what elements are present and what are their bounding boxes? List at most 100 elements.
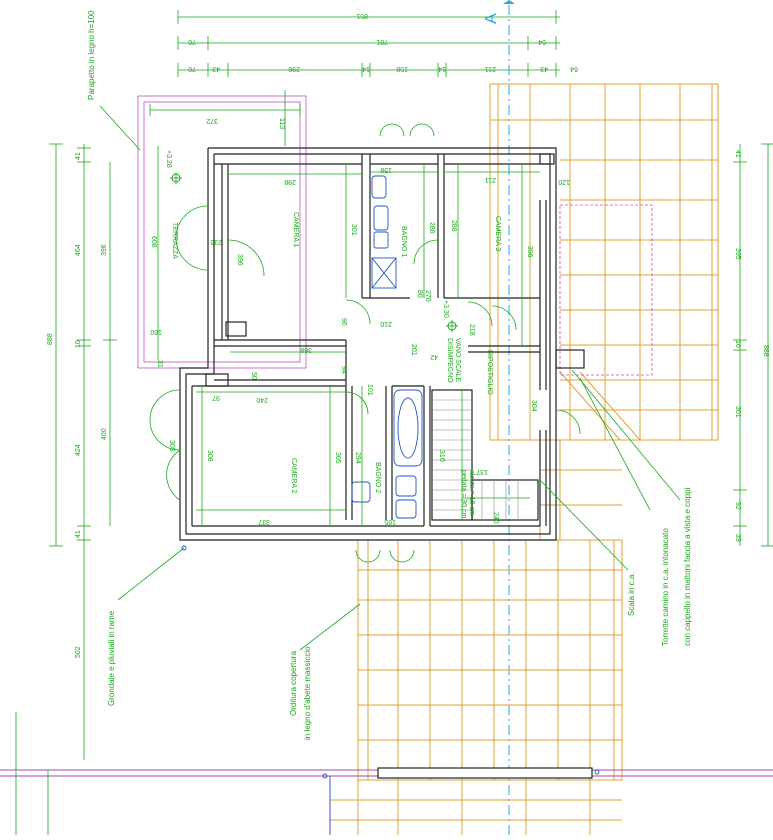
dim-top-r2-2: 64: [538, 38, 546, 45]
dim-right-0: 41: [734, 150, 741, 158]
dim-b1-h: 286: [428, 222, 435, 234]
dim-disimp-h: 201: [410, 344, 417, 356]
dim-c2-w2: 337: [258, 518, 270, 525]
dim-right-total: 888: [762, 345, 769, 357]
dim-left-2: 10: [75, 340, 82, 348]
top-dimension-lines: 851 70 781 64 70 43 298 14 158 14 211 43…: [177, 10, 578, 77]
dim-c1-w: 298: [284, 178, 296, 185]
room-vano-scale: VANO SCALE: [454, 338, 461, 383]
dim-left-inner-1: 400: [101, 428, 108, 440]
dim-50: 50: [250, 372, 257, 380]
dim-120: 120: [558, 178, 570, 185]
stair-pedata: pedata = 30 cm: [460, 470, 467, 519]
dim-top-r3-5: 14: [438, 65, 446, 72]
terr-160: 160: [150, 328, 162, 335]
dim-165: 165: [384, 518, 396, 525]
note-torrette-2: con cappello in mattoni faccia a vista e…: [683, 487, 692, 646]
internal-dimensions: 298 301 158 286 211 288 395 368 201 42 2…: [168, 164, 570, 526]
dim-137: 137: [476, 468, 488, 475]
dim-210: 210: [380, 320, 392, 327]
section-mark: A: [483, 13, 500, 24]
annotations: Parapetto in legno h=100 Grondaie e pluv…: [87, 10, 692, 740]
terr-len: 608: [150, 236, 157, 248]
fixtures: [351, 175, 423, 519]
room-disimpegno: DISIMPEGNO: [446, 338, 453, 383]
dim-disimp-w: 368: [300, 346, 312, 353]
dim-left-total: 888: [47, 333, 54, 345]
dim-240b: 240: [492, 512, 499, 524]
dim-stair-h: 310: [438, 450, 445, 462]
dim-top-r3-3: 14: [362, 65, 370, 72]
level-disimpegno: +3.30: [442, 300, 449, 318]
dim-d11: 42: [430, 353, 438, 360]
dim-c3-h2: 395: [526, 246, 533, 258]
level-terrace: +3.28: [165, 150, 172, 168]
dim-97: 97: [212, 394, 220, 401]
dim-c3-h1: 288: [450, 220, 457, 232]
dim-c3-w: 211: [485, 176, 496, 183]
dim-270: 270: [424, 290, 431, 302]
dim-top-r3-2: 298: [288, 65, 300, 72]
dim-b1-w: 158: [380, 166, 392, 173]
stair: alzata = 18 cm pedata = 30 cm: [431, 389, 539, 521]
dim-left-1: 464: [75, 244, 82, 256]
room-camera-2: CAMERA 2: [290, 458, 297, 494]
terr-width: 372: [206, 117, 218, 124]
dim-left-4: 41: [75, 530, 82, 538]
room-bagno-2: BAGNO 2: [374, 462, 381, 493]
dim-left-inner-0: 396: [101, 244, 108, 256]
dim-b2-h: 294: [354, 452, 361, 464]
dim-218: 218: [468, 324, 475, 336]
dim-305: 305: [168, 440, 175, 452]
dim-top-r2-0: 70: [188, 38, 196, 45]
note-orditura-1: Orditura copertura: [289, 651, 298, 716]
terr-31: 31: [156, 360, 163, 368]
room-camera-1: CAMERA 1: [292, 212, 299, 248]
note-orditura-2: in legno d'abete massiccio: [303, 646, 312, 740]
dim-left-3: 424: [75, 444, 82, 456]
note-parapetto: Parapetto in legno h=100: [87, 10, 96, 100]
note-scala: Scala in c.a.: [627, 572, 636, 616]
dim-236: 236: [210, 238, 222, 245]
left-dimension-lines: 888 502 41 464 10 424 41 396 400: [47, 143, 117, 760]
section-axis: A: [483, 0, 515, 835]
walls: [179, 147, 585, 541]
dim-94: 94: [340, 366, 347, 374]
dim-top-r3-1: 43: [212, 65, 220, 72]
stair-alzata: alzata = 18 cm: [468, 470, 475, 516]
dim-80: 80: [416, 290, 423, 298]
dim-rip-h: 304: [530, 400, 537, 412]
room-labels: CAMERA 1 CAMERA 3 BAGNO 1 CAMERA 2 BAGNO…: [290, 212, 501, 494]
dim-396: 396: [236, 254, 243, 266]
room-bagno-1: BAGNO 1: [400, 226, 407, 257]
dim-c2-h2: 305: [334, 452, 341, 464]
dim-left-0: 41: [75, 152, 82, 160]
dim-top-r3-7: 43: [540, 65, 548, 72]
right-dimension-lines: 888 41 395 10 301 92 39: [733, 143, 773, 547]
dim-right-1: 395: [734, 248, 741, 260]
dim-101: 101: [366, 384, 373, 396]
dim-right-4: 92: [734, 502, 741, 510]
note-grondaie: Grondaie e pluviali in rame: [107, 610, 116, 706]
dim-left-lower: 502: [75, 646, 82, 658]
room-terrazza: TERRAZZA: [171, 222, 178, 259]
roof-timber-bottom: [329, 440, 623, 835]
ground-lines: [0, 712, 773, 835]
dim-top-r2-1: 781: [376, 38, 388, 45]
roof-timber-top: [489, 83, 719, 441]
doors: [149, 123, 581, 563]
dim-right-3: 301: [734, 406, 741, 418]
dim-right-2: 10: [734, 340, 741, 348]
dim-top-r3-0: 70: [188, 65, 196, 72]
dim-c1-h: 301: [350, 224, 357, 236]
room-ripostiglio: RIPOSTIGLIO: [486, 350, 493, 395]
dim-top-r3-6: 211: [485, 65, 496, 72]
dim-c2-h1: 308: [206, 450, 213, 462]
dim-96: 96: [340, 318, 347, 326]
dim-total-top: 851: [356, 12, 368, 19]
terrace: 372 113 608 160 31 TERRAZZA +3.28: [137, 90, 307, 369]
dim-top-r3-8: 64: [570, 65, 578, 72]
dim-right-5: 39: [734, 534, 741, 542]
dim-top-r3-4: 158: [396, 65, 408, 72]
